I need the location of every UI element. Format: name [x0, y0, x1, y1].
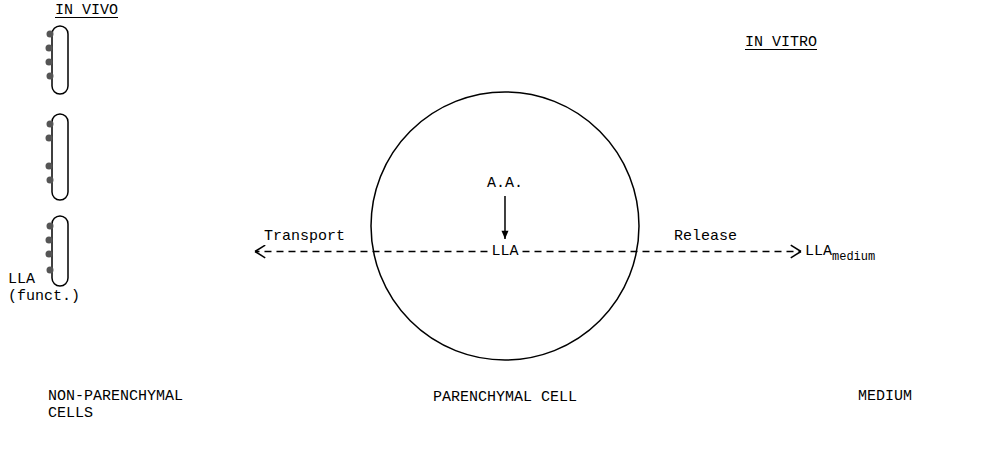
cell-caption: NON-PARENCHYMAL CELLS: [48, 388, 198, 422]
node-text: A.A.: [487, 175, 523, 192]
cell-outline: [52, 216, 68, 286]
edge-label: Release: [672, 228, 739, 245]
section-heading: IN VIVO: [55, 2, 118, 19]
substance-node: LLA: [491, 243, 518, 260]
non-parenchymal-group: LLA (funct.): [5, 5, 255, 305]
substance-node: A.A.: [487, 175, 523, 192]
medium-node: LLAmedium: [805, 243, 875, 266]
cell-caption: MEDIUM: [858, 388, 912, 405]
node-text: LLA: [491, 243, 518, 260]
cell-heading: PARENCHYMAL CELL: [360, 389, 650, 406]
cell-outline: [52, 114, 68, 200]
flow-arrow: [501, 196, 508, 239]
edge-label: Transport: [262, 228, 347, 245]
parenchymal-cell: PARENCHYMAL CELLA.A.LLA: [370, 91, 640, 361]
cell-outline: [370, 91, 640, 361]
node-text: LLA: [805, 243, 832, 260]
flow-arrow: [523, 245, 802, 258]
section-heading: IN VITRO: [745, 34, 817, 51]
group-text: LLA (funct.): [8, 271, 90, 305]
cell-outline: [52, 26, 68, 94]
flow-arrow: [255, 245, 487, 258]
subscript-text: medium: [832, 250, 875, 264]
